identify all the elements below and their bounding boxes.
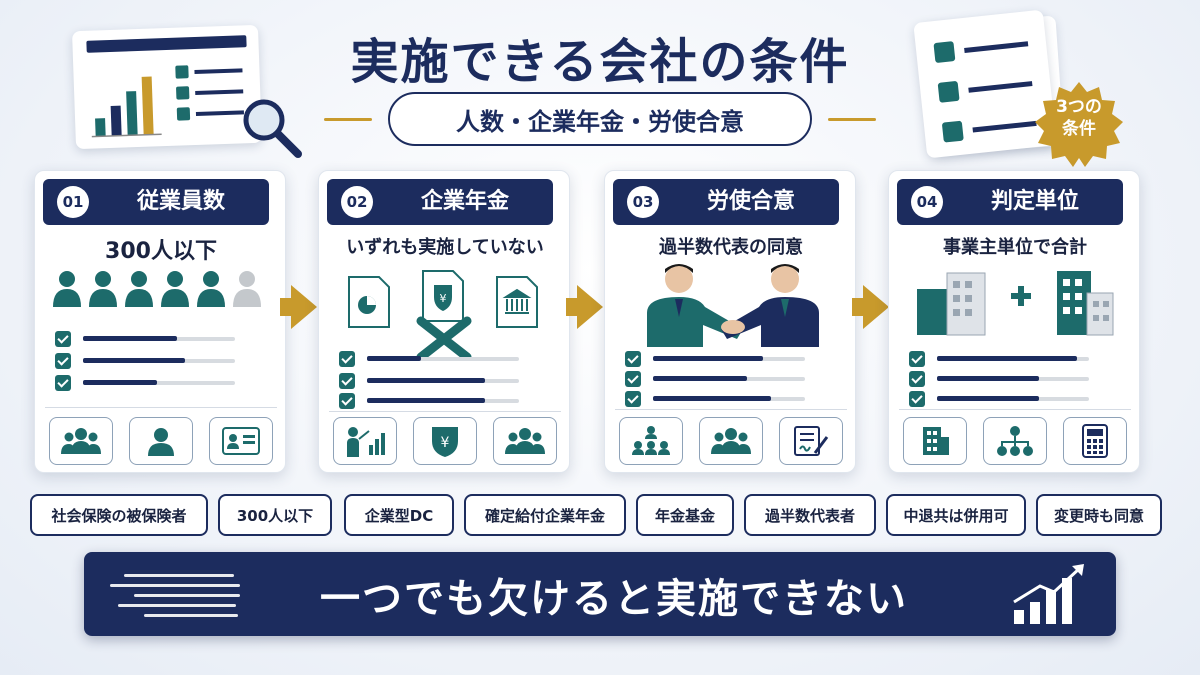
tag-social-insurance: 社会保険の被保険者	[30, 494, 208, 536]
arrow-stem	[566, 298, 578, 316]
person-icon	[129, 417, 193, 465]
check-row	[339, 373, 549, 389]
card-title: 判定単位	[990, 189, 1079, 214]
arrow-right-icon	[291, 285, 317, 329]
bar-chart-icon	[91, 76, 162, 138]
card-unit: 04 判定単位 事業主単位で合計	[888, 170, 1140, 473]
mini-checklist	[175, 63, 244, 121]
divider	[45, 407, 277, 408]
subtitle: 人数・企業年金・労使合意	[320, 92, 880, 146]
card-header: 02 企業年金	[327, 179, 553, 225]
report-illustration	[71, 24, 263, 150]
org-chart-icon	[983, 417, 1047, 465]
arrow-right-icon	[863, 285, 889, 329]
card-number: 04	[911, 186, 943, 218]
subtitle-pill: 人数・企業年金・労使合意	[388, 92, 812, 146]
org-meeting-icon	[619, 417, 683, 465]
speed-line	[118, 604, 236, 607]
speed-line	[124, 574, 234, 577]
divider	[329, 411, 561, 412]
banner-text: 一つでも欠けると実施できない	[320, 576, 908, 622]
growth-chart-icon	[1013, 564, 1084, 624]
seal-badge-icon	[1035, 82, 1123, 167]
signed-document-icon	[779, 417, 843, 465]
check-row	[55, 331, 265, 347]
card-subtitle: 過半数代表の同意	[659, 237, 803, 258]
group-icon	[699, 417, 763, 465]
divider	[899, 409, 1131, 410]
page-title: 実施できる会社の条件	[350, 34, 850, 90]
check-row	[625, 351, 835, 367]
handshake-icon	[647, 264, 819, 347]
crossed-documents-icon: ¥	[348, 270, 538, 359]
card-subtitle: 事業主単位で合計	[943, 237, 1087, 258]
svg-text:¥: ¥	[440, 292, 447, 305]
card-agreement: 03 労使合意 過半数代表の同意	[604, 170, 856, 473]
card-number: 01	[57, 186, 89, 218]
card-title: 従業員数	[136, 189, 225, 214]
card-header: 04 判定単位	[897, 179, 1123, 225]
card-header: 01 従業員数	[43, 179, 269, 225]
buildings-plus-icon	[917, 271, 1114, 336]
check-row	[55, 353, 265, 369]
tag-consent-on-change: 変更時も同意	[1036, 494, 1162, 536]
card-number: 03	[627, 186, 659, 218]
check-row	[625, 371, 835, 387]
checklist-lines	[933, 33, 1037, 143]
check-row	[339, 351, 549, 367]
check-row	[909, 371, 1119, 387]
yen-shield-icon: ¥	[413, 417, 477, 465]
id-card-icon	[209, 417, 273, 465]
tag-300-or-less: 300人以下	[218, 494, 332, 536]
badge-text: 3つの 条件	[1034, 96, 1124, 140]
tag-chutaikyo: 中退共は併用可	[886, 494, 1026, 536]
card-title: 企業年金	[420, 189, 509, 214]
subtitle-line-right	[828, 118, 876, 121]
tag-corporate-dc: 企業型DC	[344, 494, 454, 536]
bottom-banner: 一つでも欠けると実施できない	[84, 552, 1116, 636]
check-row	[909, 351, 1119, 367]
check-row	[339, 393, 549, 409]
calculator-icon	[1063, 417, 1127, 465]
building-icon	[903, 417, 967, 465]
check-row	[55, 375, 265, 391]
speed-line	[110, 584, 240, 587]
arrow-stem	[852, 298, 864, 316]
group-icon	[493, 417, 557, 465]
card-title: 労使合意	[706, 189, 795, 214]
speed-line	[134, 594, 240, 597]
card-header: 03 労使合意	[613, 179, 839, 225]
magnifier-icon	[243, 99, 302, 158]
arrow-right-icon	[577, 285, 603, 329]
tag-majority-rep: 過半数代表者	[744, 494, 876, 536]
badge-line1: 3つの	[1056, 97, 1102, 117]
people-row-icon	[53, 271, 261, 307]
card-number: 02	[341, 186, 373, 218]
card-subtitle: 300人以下	[105, 239, 217, 264]
card-pension: 02 企業年金 いずれも実施していない ¥ ¥	[318, 170, 570, 473]
divider	[615, 409, 847, 410]
check-row	[625, 391, 835, 407]
card-subtitle: いずれも実施していない	[346, 237, 544, 258]
check-row	[909, 391, 1119, 407]
arrow-stem	[280, 298, 292, 316]
speed-line	[144, 614, 238, 617]
svg-text:¥: ¥	[441, 435, 450, 451]
tag-db-pension: 確定給付企業年金	[464, 494, 626, 536]
badge-line2: 条件	[1062, 119, 1096, 139]
subtitle-line-left	[324, 118, 372, 121]
card-employees: 01 従業員数 300人以下	[34, 170, 286, 473]
tag-pension-fund: 年金基金	[636, 494, 734, 536]
group-icon	[49, 417, 113, 465]
presenter-chart-icon	[333, 417, 397, 465]
